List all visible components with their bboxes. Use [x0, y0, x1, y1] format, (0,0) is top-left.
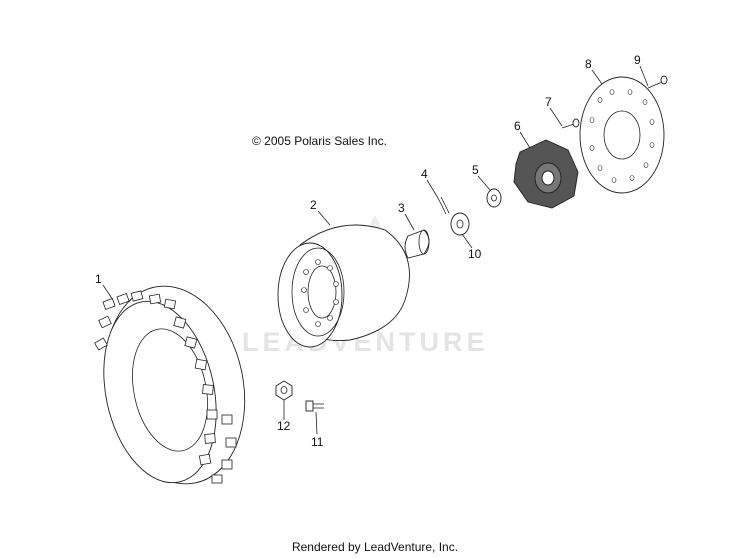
callout-3: 3: [398, 201, 405, 215]
part-rim: [277, 224, 410, 348]
part-washer: [486, 188, 502, 208]
callout-9: 9: [634, 53, 641, 67]
callouts: 1 2 3 4 5 6 7 8 9 10 11 12: [95, 53, 641, 449]
callout-4: 4: [421, 167, 428, 181]
callout-2: 2: [310, 198, 317, 212]
part-stud: [305, 400, 324, 412]
footer-credit: Rendered by LeadVenture, Inc.: [291, 540, 459, 554]
part-cotter-pin: [437, 196, 450, 215]
part-brake-disc: [579, 76, 665, 194]
callout-12: 12: [277, 419, 291, 433]
part-hub: [513, 139, 579, 209]
part-lug-nut: [275, 380, 293, 401]
callout-10: 10: [468, 247, 482, 261]
copyright-notice: © 2005 Polaris Sales Inc.: [252, 134, 387, 148]
part-tire: [94, 285, 246, 485]
callout-1: 1: [95, 272, 102, 286]
callout-6: 6: [514, 119, 521, 133]
callout-7: 7: [545, 95, 552, 109]
part-bolt: [561, 118, 580, 129]
callout-8: 8: [585, 57, 592, 71]
callout-5: 5: [472, 163, 479, 177]
part-cap: [404, 229, 430, 259]
leader-lines: [102, 65, 649, 435]
part-disc-bolt: [647, 75, 668, 89]
part-castle-nut: [450, 212, 470, 236]
callout-11: 11: [311, 435, 324, 449]
